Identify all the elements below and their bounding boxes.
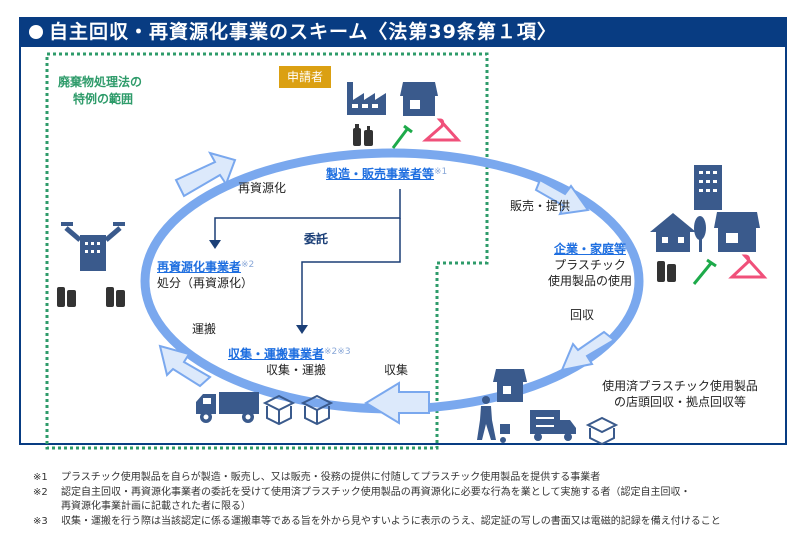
actor-consumer-name[interactable]: 企業・家庭等 (553, 242, 626, 256)
exchange-truck-icon (530, 410, 576, 441)
actor-collector-name[interactable]: 収集・運搬事業者 (228, 347, 325, 361)
bullet-icon (29, 25, 43, 39)
actor-collector[interactable]: 収集・運搬事業者※2※3 収集・運搬 (228, 343, 351, 378)
note-ref: ※1 (434, 167, 448, 177)
arrow-collect-back (560, 330, 616, 372)
scope-boundary (45, 52, 489, 450)
toothbrush-icon (692, 258, 717, 285)
flow-label-consign: 委託 (304, 232, 329, 246)
flow-label-recycle: 再資源化 (238, 181, 287, 195)
tree-icon (694, 216, 706, 252)
actor-recycler[interactable]: 再資源化事業者※2 処分（再資源化） (157, 256, 254, 291)
arrow-transport (158, 344, 212, 388)
store-collection-label: 使用済プラスチック使用製品 の店頭回収・拠点回収等 (602, 379, 758, 409)
store-icon (400, 82, 438, 116)
applicant-badge: 申請者 (279, 66, 332, 88)
note-ref: ※2※3 (324, 347, 351, 357)
note-ref: ※2 (241, 260, 255, 270)
box-icon (262, 394, 296, 426)
bottles-icon (353, 124, 373, 146)
flow-label-collect-back: 回収 (570, 308, 595, 322)
page-title: 自主回収・再資源化事業のスキーム〈法第39条第１項〉 (49, 21, 557, 43)
strong-building-icon (61, 222, 125, 271)
title-bar: 自主回収・再資源化事業のスキーム〈法第39条第１項〉 (19, 17, 787, 47)
arrow-recycle (174, 151, 237, 198)
consign-lines (214, 189, 401, 325)
arrow-sell (534, 178, 590, 216)
toothbrush-icon (391, 124, 413, 149)
actor-collector-role: 収集・運搬 (266, 363, 327, 377)
hanger-icon (728, 254, 768, 279)
consign-arrowhead-recycler (209, 240, 221, 249)
bottles-icon (657, 261, 676, 282)
box-icon (300, 394, 334, 426)
arrow-collection (364, 381, 430, 425)
bottles-icon (57, 287, 125, 307)
consign-arrowhead-collector (296, 325, 308, 334)
actor-consumer[interactable]: 企業・家庭等 プラスチック 使用製品の使用 (547, 242, 632, 288)
flow-label-transport: 運搬 (192, 322, 217, 336)
actor-recycler-name[interactable]: 再資源化事業者 (157, 260, 242, 274)
box-icon (585, 416, 619, 446)
office-building-icon (694, 165, 722, 210)
flow-label-sell: 販売・提供 (510, 199, 571, 213)
footnote-2-cont: 再資源化事業計画に記載された者に限る） (61, 501, 251, 512)
scope-label: 廃棄物処理法の 特例の範囲 (58, 75, 143, 106)
actor-manufacturer-name[interactable]: 製造・販売事業者等 (326, 167, 435, 181)
actor-manufacturer[interactable]: 製造・販売事業者等※1 (326, 163, 447, 182)
store-icon (493, 369, 527, 402)
actor-recycler-role: 処分（再資源化） (157, 276, 254, 290)
house-icon (650, 213, 696, 252)
worker-cart-icon (477, 396, 510, 443)
hanger-icon (422, 118, 462, 142)
store-icon (714, 212, 760, 252)
truck-icon (196, 392, 259, 423)
factory-icon (347, 82, 386, 115)
flow-label-collection: 収集 (384, 363, 409, 377)
